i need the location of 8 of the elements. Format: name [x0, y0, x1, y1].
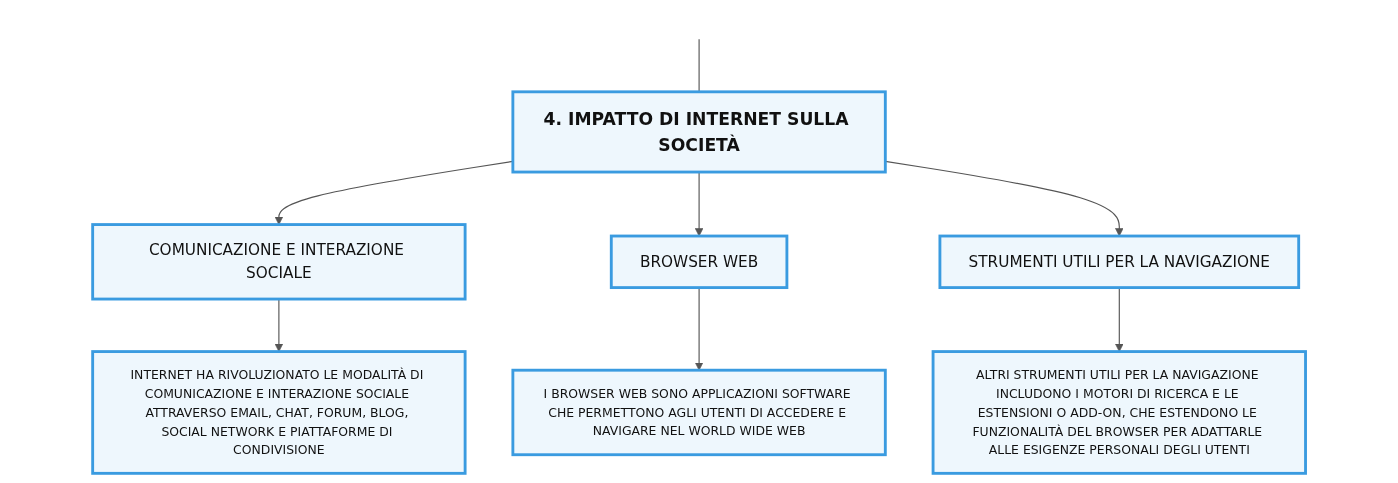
connector — [698, 38, 700, 92]
node-box: I BROWSER WEB SONO APPLICAZIONI SOFTWARE CHE PERMETTONO AGLI UTENTI DI ACCEDERE E NAVIGARE NEL WORLD WIDE WEB — [511, 368, 887, 456]
node-box: 4. IMPATTO DI INTERNET SULLA SOCIETÀ — [511, 89, 887, 173]
node-box: COMUNICAZIONE E INTERAZIONE SOCIALE — [91, 222, 467, 300]
node-box: INTERNET HA RIVOLUZIONATO LE MODALITÀ DI COMUNICAZIONE E INTERAZIONE SOCIALE ATTRAVERSO EMAIL, CHAT, FORUM, BLOG, SOCIAL NETWORK E PIATTAFORME DI CONDIVISIONE — [91, 349, 467, 475]
node-box: ALTRI STRUMENTI UTILI PER LA NAVIGAZIONE INCLUDONO I MOTORI DI RICERCA E LE ESTENSIONI O ADD-ON, CHE ESTENDONO LE FUNZIONALITÀ DEL BROWSER PER ADATTARLE ALLE ESIGENZE PERSONALI DEGLI UTENTI — [931, 349, 1307, 475]
node-box: STRUMENTI UTILI PER LA NAVIGAZIONE — [938, 234, 1301, 289]
node-box: BROWSER WEB — [609, 234, 789, 289]
